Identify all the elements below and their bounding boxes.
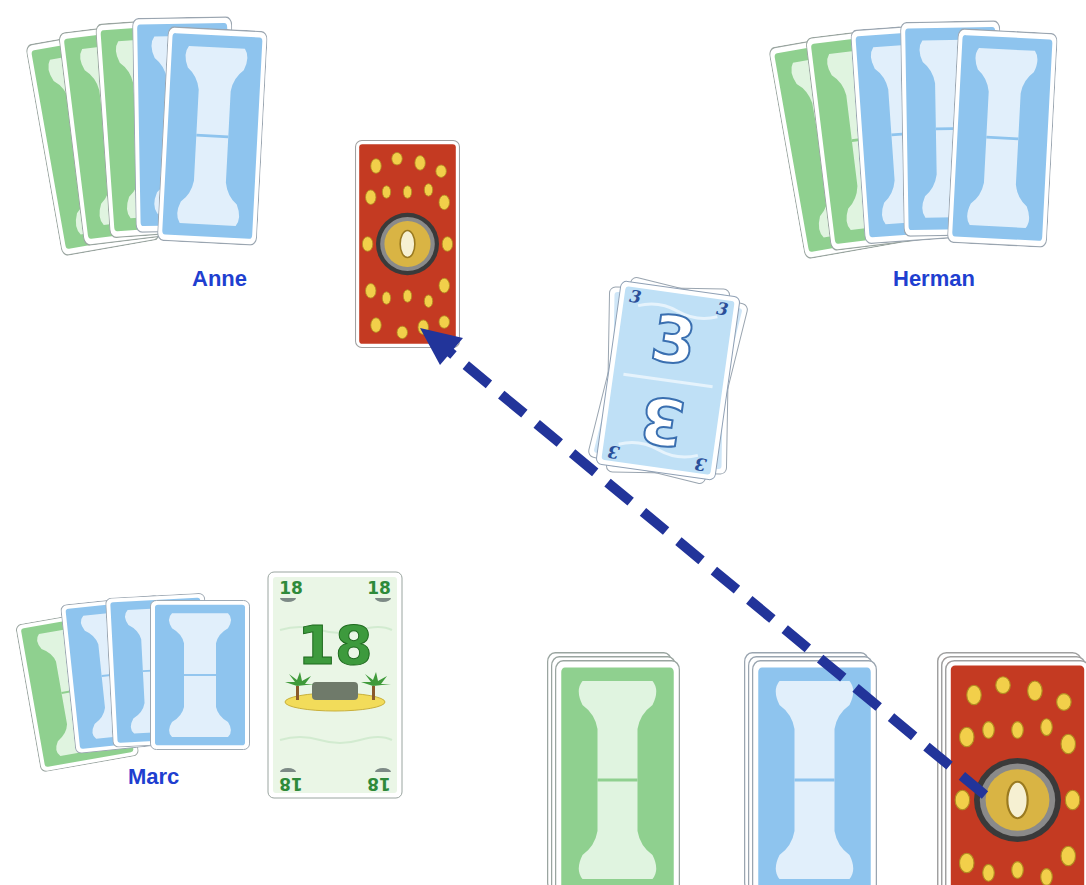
pile-card: [556, 661, 680, 885]
player-name: Herman: [893, 266, 975, 292]
player-name: Marc: [128, 764, 179, 790]
marc-hand: [16, 593, 250, 772]
three-stack: [587, 276, 748, 485]
herman-hand: [769, 21, 1058, 259]
dashed-line: [445, 348, 985, 795]
palm-trees: [285, 672, 391, 700]
card-value: 18: [280, 616, 390, 676]
card-edge: [268, 572, 402, 798]
corner-bowls: [280, 598, 391, 772]
card-face-fill: [601, 286, 734, 475]
corner-value: 18: [362, 578, 396, 598]
card-face-fill: [273, 577, 397, 793]
corner-value: 3: [600, 441, 627, 464]
move-arrow: [420, 328, 985, 795]
draw-piles: [548, 653, 1086, 885]
number-card: 333333: [596, 281, 741, 481]
card-value: 3: [624, 300, 723, 380]
pile-card: [946, 661, 1086, 885]
number-card: 18 18 18 18 18: [268, 572, 402, 798]
card-edge: [587, 276, 748, 485]
coin-card: [356, 141, 460, 348]
card-back: [151, 600, 250, 749]
player-name: Anne: [192, 266, 247, 292]
corner-value: 18: [274, 578, 308, 598]
corner-value: 18: [362, 774, 396, 794]
corner-value: 3: [622, 285, 649, 308]
card-face-fill: [593, 282, 742, 478]
card-back: [947, 29, 1057, 248]
corner-value: 3: [709, 297, 736, 320]
arrow-head: [420, 328, 463, 365]
corner-value: 18: [274, 774, 308, 794]
corner-value: 3: [687, 453, 714, 476]
card-value: 3: [613, 381, 712, 461]
card-edge: [596, 281, 741, 481]
card-back: [157, 27, 267, 246]
island-card: [268, 572, 402, 798]
anne-hand: [26, 17, 268, 256]
stone-pedestal: [312, 682, 358, 700]
